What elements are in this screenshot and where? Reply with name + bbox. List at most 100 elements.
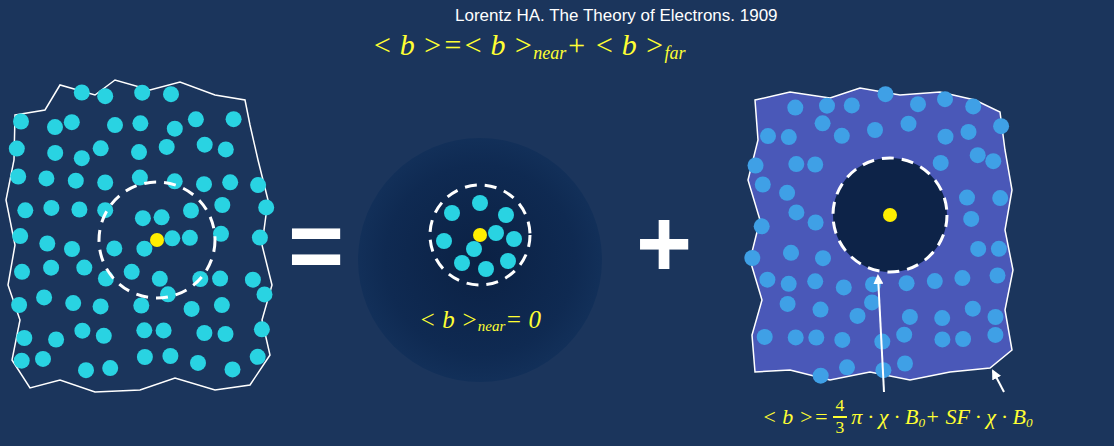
dipole-dot [93,140,109,156]
dipole-dot [815,250,831,266]
equation-term: = 0 [505,306,541,334]
dipole-dot [990,268,1006,284]
dipole-dot [154,209,170,225]
dipole-dot [867,122,883,138]
dipole-dot [444,205,460,221]
dipole-dot [938,129,954,145]
dipole-dot [488,225,504,241]
equation-term: < b >= [762,404,829,430]
dipole-dot [214,197,230,213]
dipole-dot [218,141,234,157]
dipole-dot [134,85,150,101]
dipole-dot [71,202,87,218]
dipole-dot [963,211,979,227]
probe-dot [150,233,164,247]
equation: < b >=43π · χ · B0+ SF · χ · B0 [762,397,1033,436]
sample-region [6,80,272,392]
dipole-dot [136,322,152,338]
dipole-dot [757,329,773,345]
equation-term: π · χ · B [851,404,918,430]
dipole-dot [135,210,151,226]
dipole-dot [74,323,90,339]
dipole-dot [927,273,943,289]
subscript: 0 [1026,415,1033,431]
dipole-dot [258,199,274,215]
dipole-dot [454,255,470,271]
equation: < b >=< b >near+ < b >far [372,28,685,62]
dipole-dot [991,241,1007,257]
equation-term: < b >=< b > [372,28,533,62]
dipole-dot [64,114,80,130]
dipole-dot [788,204,804,220]
dipole-dot [754,218,770,234]
dipole-dot [808,215,824,231]
dipole-dot [98,271,114,287]
dipole-dot [933,155,949,171]
dipole-dot [878,86,894,102]
dipole-dot [212,271,228,287]
near-sphere [358,138,602,382]
denominator: 3 [836,418,845,437]
dipole-dot [47,145,63,161]
dipole-dot [188,111,204,127]
dipole-dot [993,118,1009,134]
dipole-dot [65,295,81,311]
dipole-dot [819,98,835,114]
dipole-dot [813,302,829,318]
dipole-dot [14,353,30,369]
dipole-dot [68,173,84,189]
dipole-dot [901,116,917,132]
dipole-dot [97,88,113,104]
dipole-dot [131,144,147,160]
dipole-dot [10,169,26,185]
dipole-dot [844,97,860,113]
dipole-dot [934,310,950,326]
operator-sign: = [288,198,344,294]
dipole-dot [988,309,1004,325]
dipole-dots [744,86,1009,384]
dipole-dot [132,115,148,131]
dipole-dot [47,119,63,135]
dipole-dot [850,308,866,324]
dipole-dot [788,329,804,345]
dipole-dot [14,264,30,280]
dipole-dot [252,230,268,246]
dipole-dot [78,362,94,378]
dipole-dot [9,141,25,157]
dipole-dot [500,253,516,269]
near-field-circle: < b >near= 0 [358,138,602,382]
dipole-dot [167,121,183,137]
dipole-dot [184,301,200,317]
dipole-dot [834,128,850,144]
dipole-dot [218,326,234,342]
dipole-dot [250,349,266,365]
dipole-dot [13,114,29,130]
dipole-dot [959,190,975,206]
dipole-dot [755,177,771,193]
dipole-dot [506,231,522,247]
dipole-dot [160,286,176,302]
dipole-dot [902,309,918,325]
dipole-dot [466,241,482,257]
dipole-dot [250,177,266,193]
dipole-dot [12,228,28,244]
dipole-dot [35,351,51,367]
dipole-dot [48,332,64,348]
dipole-dot [196,325,212,341]
dipole-dot [137,349,153,365]
dipole-dot [807,157,823,173]
dipole-dot [152,271,168,287]
dipole-dot [780,296,796,312]
dipole-dot [970,147,986,163]
dipole-dot [93,298,109,314]
fraction: 43 [833,397,848,436]
dipole-dot [864,294,880,310]
dipole-dot [834,332,850,348]
dipole-dot [896,327,912,343]
leader-line [993,371,1004,392]
equation-term: + SF · χ · B [925,404,1026,430]
dipole-dot [961,124,977,140]
dipole-dot [167,173,183,189]
dipole-dot [781,129,797,145]
dipole-dot [96,328,112,344]
